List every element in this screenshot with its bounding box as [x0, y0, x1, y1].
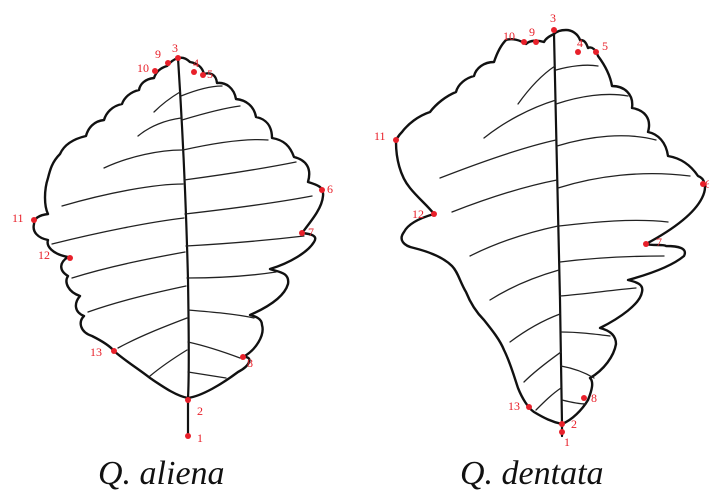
- vein: [185, 196, 312, 214]
- leaf-dentata-landmarks: [393, 27, 706, 435]
- vein: [186, 236, 304, 246]
- landmark-7-label: 7: [656, 235, 662, 249]
- landmark-2-dot: [559, 421, 565, 427]
- landmark-12-label: 12: [412, 207, 424, 221]
- vein: [182, 106, 240, 120]
- vein: [560, 288, 636, 296]
- vein: [556, 94, 628, 104]
- landmark-8-dot: [240, 354, 246, 360]
- landmark-7-dot: [643, 241, 649, 247]
- vein: [150, 350, 187, 376]
- vein: [187, 272, 276, 278]
- landmark-3-label: 3: [172, 41, 178, 55]
- landmark-9-label: 9: [529, 25, 535, 39]
- landmark-11-label: 11: [374, 129, 386, 143]
- landmark-9-dot: [165, 60, 171, 66]
- vein: [62, 184, 183, 206]
- vein: [452, 180, 557, 212]
- landmark-5-dot: [593, 49, 599, 55]
- vein: [52, 218, 184, 244]
- landmark-10-label: 10: [503, 29, 515, 43]
- vein: [558, 174, 690, 188]
- landmark-11-label: 11: [12, 211, 24, 225]
- vein: [138, 118, 181, 136]
- vein: [440, 140, 556, 178]
- vein: [188, 372, 226, 378]
- landmark-11-dot: [393, 137, 399, 143]
- leaf-dentata-midrib: [554, 34, 562, 436]
- vein: [557, 136, 656, 146]
- landmark-3-label: 3: [550, 11, 556, 25]
- landmark-7-dot: [299, 230, 305, 236]
- leaf-aliena-landmarks: [31, 55, 325, 439]
- vein: [88, 286, 186, 312]
- landmark-10-label: 10: [137, 61, 149, 75]
- vein: [561, 332, 610, 336]
- landmark-11-dot: [31, 217, 37, 223]
- vein: [188, 310, 254, 318]
- vein: [559, 220, 668, 226]
- landmark-1-dot: [185, 433, 191, 439]
- landmark-9-dot: [533, 39, 539, 45]
- landmark-5-dot: [200, 72, 206, 78]
- caption-aliena: Q. aliena: [98, 455, 225, 491]
- landmark-13-label: 13: [508, 399, 520, 413]
- landmark-4-label: 4: [577, 36, 583, 50]
- landmark-10-dot: [521, 39, 527, 45]
- leaf-dentata-outline: [396, 30, 705, 424]
- landmark-6-label: 6: [327, 182, 333, 196]
- landmark-3-dot: [551, 27, 557, 33]
- landmark-9-label: 9: [155, 47, 161, 61]
- landmark-8-label: 8: [591, 391, 597, 405]
- landmark-6-label: 6: [705, 177, 709, 191]
- vein: [118, 318, 187, 348]
- leaf-dentata-veins: [440, 65, 690, 410]
- leaf-aliena-labels: 1 2 3 4 5 6 7 8 9 10 11 12 13: [12, 41, 333, 445]
- landmark-2-label: 2: [571, 417, 577, 431]
- landmark-12-label: 12: [38, 248, 50, 262]
- landmark-4-label: 4: [193, 56, 199, 70]
- leaf-dentata: 1 2 3 4 5 6 7 8 9 10 11 12 13 Q. dentata: [374, 11, 709, 491]
- landmark-12-dot: [67, 255, 73, 261]
- vein: [562, 400, 586, 404]
- vein: [524, 352, 561, 382]
- leaf-aliena-midrib: [178, 58, 189, 436]
- vein: [154, 92, 180, 112]
- landmark-1-label: 1: [197, 431, 203, 445]
- leaf-aliena-outline: [34, 58, 323, 398]
- vein: [536, 388, 561, 410]
- landmark-10-dot: [152, 68, 158, 74]
- vein: [510, 314, 560, 342]
- landmark-12-dot: [431, 211, 437, 217]
- vein: [556, 65, 598, 70]
- landmark-13-dot: [111, 348, 117, 354]
- vein: [560, 256, 664, 262]
- landmark-2-label: 2: [197, 404, 203, 418]
- vein: [104, 150, 182, 168]
- vein: [518, 66, 555, 104]
- landmark-5-label: 5: [602, 39, 608, 53]
- caption-dentata: Q. dentata: [460, 455, 604, 491]
- landmark-8-label: 8: [247, 356, 253, 370]
- vein: [484, 100, 556, 138]
- landmark-3-dot: [175, 55, 181, 61]
- landmark-1-label: 1: [564, 435, 570, 449]
- vein: [181, 86, 222, 96]
- landmark-8-dot: [581, 395, 587, 401]
- vein: [188, 342, 240, 358]
- landmark-5-label: 5: [207, 67, 213, 81]
- landmark-2-dot: [185, 397, 191, 403]
- vein: [184, 162, 296, 180]
- vein: [72, 252, 185, 278]
- vein: [470, 226, 558, 256]
- vein: [183, 140, 268, 150]
- landmark-6-dot: [319, 187, 325, 193]
- landmark-7-label: 7: [308, 225, 314, 239]
- landmark-13-label: 13: [90, 345, 102, 359]
- landmark-13-dot: [526, 404, 532, 410]
- vein: [490, 270, 559, 300]
- vein: [561, 366, 594, 378]
- leaf-aliena: 1 2 3 4 5 6 7 8 9 10 11 12 13 Q. aliena: [12, 41, 333, 491]
